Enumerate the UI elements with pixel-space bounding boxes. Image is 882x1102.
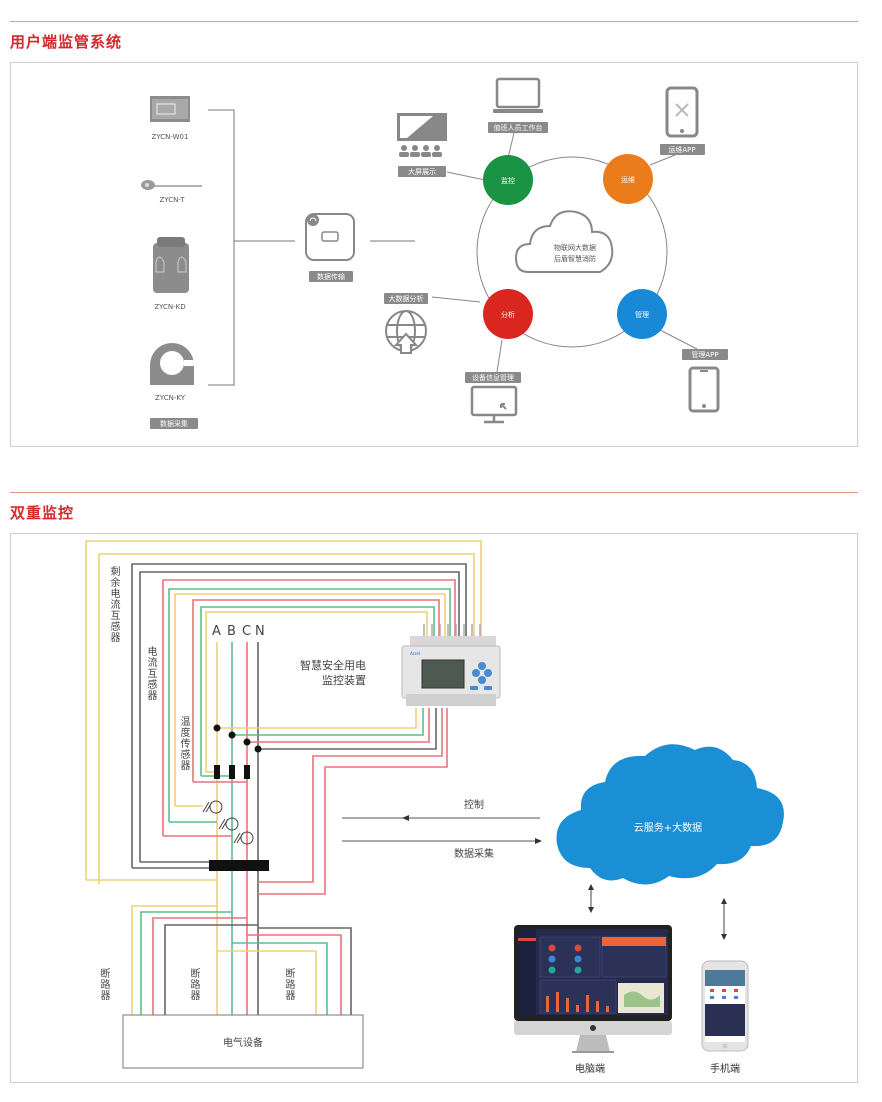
zycn-ky-ct-icon: [150, 343, 196, 385]
big-screen-tag: [398, 166, 446, 177]
residual-ct-label: 剩余电流互感器: [108, 566, 119, 643]
node-monitor-label: 监控: [501, 176, 515, 185]
ops-app-tag-label: 运维APP: [668, 145, 695, 154]
node-monitor[interactable]: 监控: [483, 155, 533, 205]
ops-app-tag: [660, 144, 705, 155]
network-ring: [476, 156, 668, 348]
user-monitoring-diagram: ZYCN-W01 ZYCN-T ZYCN-KD ZYCN-KY 数据采集 数据传…: [141, 77, 728, 429]
collection-bracket: [208, 109, 415, 386]
data-transmission-tag: [309, 271, 353, 282]
device-model-label: ZYCN-W01: [152, 133, 189, 141]
device-mgmt-tag: [465, 372, 521, 383]
node-ops[interactable]: 运维: [603, 154, 653, 204]
gateway-icon: [305, 213, 355, 261]
node-management[interactable]: 管理: [617, 289, 667, 339]
big-data-tag: [384, 293, 428, 304]
mgmt-app-tag-label: 管理APP: [691, 350, 718, 359]
big-data-tag-label: 大数据分析: [389, 294, 424, 303]
data-collection-tag-label: 数据采集: [160, 419, 188, 428]
big-screen-icon: [397, 113, 447, 157]
monitor-icon: [470, 385, 518, 424]
section2-rule: [10, 492, 858, 493]
phase-c-label: C: [242, 624, 252, 639]
device-model-label: ZYCN-KY: [155, 394, 186, 402]
central-cloud-icon: [514, 210, 614, 273]
workstation-tag-label: 值班人员工作台: [494, 123, 543, 132]
section1-title: 用户端监管系统: [10, 33, 123, 51]
phase-a-label: A: [212, 624, 221, 639]
ct-label: 电流互感器: [145, 646, 156, 701]
cloud-text-line1: 物联网大数据: [554, 243, 596, 252]
temp-sensor-label: 温度传感器: [178, 716, 189, 771]
globe-upload-icon: [385, 310, 427, 354]
big-screen-tag-label: 大屏展示: [408, 167, 436, 176]
device-label-line1: 智慧安全用电: [300, 659, 366, 672]
laptop-icon: [493, 77, 543, 113]
node-analysis-label: 分析: [501, 310, 515, 319]
node-ops-label: 运维: [621, 175, 635, 184]
zycn-w01-device-icon: [150, 96, 190, 122]
section2-title: 双重监控: [10, 504, 75, 522]
cloud-text-line2: 后盾智慧消防: [554, 254, 596, 263]
node-analysis[interactable]: 分析: [483, 289, 533, 339]
breaker-label: 断路器: [188, 968, 199, 1001]
zycn-kd-ct-icon: [153, 237, 189, 293]
data-transmission-tag-label: 数据传输: [317, 272, 345, 281]
breaker-label: 断路器: [283, 968, 294, 1001]
data-collection-tag: [150, 418, 198, 429]
section1-rule: [10, 21, 858, 22]
device-model-label: ZYCN-KD: [154, 303, 185, 311]
mgmt-phone-icon: [688, 366, 720, 413]
mgmt-app-tag: [682, 349, 728, 360]
zycn-t-sensor-icon: [141, 180, 202, 190]
phase-b-label: B: [227, 624, 236, 639]
breaker-label: 断路器: [98, 968, 109, 1001]
device-label-line2: 监控装置: [322, 674, 366, 687]
node-management-label: 管理: [635, 310, 649, 319]
device-mgmt-tag-label: 设备信息管理: [472, 373, 514, 382]
ops-phone-icon: [665, 86, 699, 138]
device-model-label: ZYCN-T: [160, 196, 186, 204]
workstation-tag: [488, 122, 548, 133]
phase-n-label: N: [255, 624, 265, 639]
section2-diagram-box: [10, 533, 858, 1083]
